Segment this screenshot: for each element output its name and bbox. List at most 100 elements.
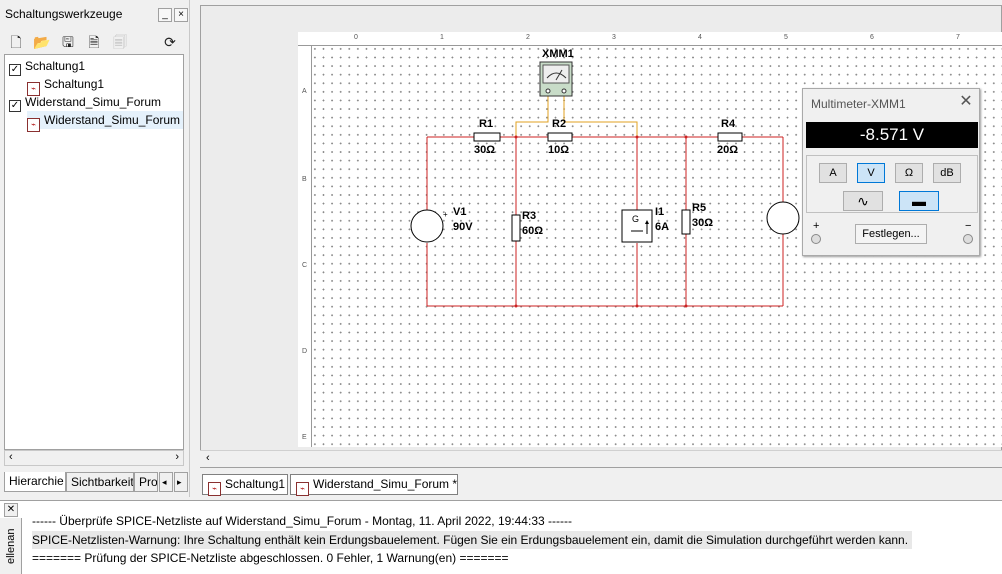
ruler-mark: 5 (784, 34, 788, 41)
output-panel: ------ Überprüfe SPICE-Netzliste auf Wid… (0, 500, 1002, 574)
ruler-mark: 4 (698, 34, 702, 41)
panel-title: Schaltungswerkzeuge (5, 7, 123, 21)
ruler-mark: 3 (612, 34, 616, 41)
plus-terminal-label: + (813, 220, 820, 232)
tab-label: Schaltung1 (225, 477, 286, 491)
tab-projekt[interactable]: Pro (134, 472, 158, 492)
log-line: ======= Prüfung der SPICE-Netzliste abge… (32, 551, 509, 565)
tree-item-schaltung1[interactable]: ✓ Schaltung1 (9, 57, 86, 76)
svg-text:+: + (443, 210, 448, 219)
ruler-mark: 0 (354, 34, 358, 41)
tree-item-label: Widerstand_Simu_Forum (25, 95, 162, 109)
sine-wave-icon: ∿ (857, 193, 869, 209)
tree-item-widerstand[interactable]: ✓ Widerstand_Simu_Forum (9, 93, 162, 112)
minus-terminal-label: − (965, 220, 972, 232)
checkbox-checked-icon[interactable]: ✓ (9, 64, 21, 76)
disabled-document-icon: 🗐 (113, 34, 127, 50)
r1-name[interactable]: R1 (479, 118, 494, 130)
tree-item-label: Widerstand_Simu_Forum (44, 113, 181, 127)
schematic-document-icon: ⌁ (296, 482, 309, 496)
top-ruler: 0 1 2 3 4 5 6 7 (298, 32, 1002, 46)
r1-value: 30Ω (474, 144, 496, 156)
v1-value: 90V (453, 221, 473, 233)
refresh-icon[interactable]: ⟳ (164, 34, 176, 50)
i1-name[interactable]: I1 (655, 206, 665, 218)
ruler-mark: D (302, 348, 308, 355)
scroll-right-icon[interactable]: › (175, 451, 179, 463)
tab-schaltung1[interactable]: ⌁ Schaltung1 (202, 474, 288, 496)
ruler-mark: 6 (870, 34, 874, 41)
left-ruler: A B C D E (298, 46, 312, 447)
svg-text:G: G (632, 214, 639, 224)
tree-horizontal-scrollbar[interactable]: ‹ › (4, 450, 184, 466)
scroll-left-icon[interactable]: ‹ (9, 451, 13, 463)
open-folder-icon[interactable]: 📂 (33, 34, 51, 50)
ruler-mark: 1 (440, 34, 444, 41)
close-document-icon[interactable]: 🗎 (88, 34, 100, 50)
checkbox-checked-icon[interactable]: ✓ (9, 100, 21, 112)
tab-scroll-left-icon[interactable]: ◂ (159, 472, 173, 492)
dc-mode-button[interactable]: ▬ (899, 191, 939, 211)
save-icon[interactable]: 🖫 (62, 34, 74, 50)
multimeter-dialog: Multimeter-XMM1 ✕ -8.571 V A V Ω dB ∿ ▬ … (802, 88, 980, 256)
panel-toolbar: 🗋 📂 🖫 🗎 🗐 ⟳ (4, 32, 184, 54)
r2-name[interactable]: R2 (552, 118, 567, 130)
canvas-horizontal-scrollbar[interactable]: ‹ (200, 450, 1002, 467)
r3-name[interactable]: R3 (522, 210, 537, 222)
ruler-mark: C (302, 262, 308, 269)
output-side-tab-label: ellenan (5, 528, 17, 564)
minimize-panel-button[interactable]: _ (158, 8, 172, 22)
r4-value: 20Ω (717, 144, 739, 156)
ruler-mark: 2 (526, 34, 530, 41)
r4-name[interactable]: R4 (721, 118, 736, 130)
panel-tabs: Hierarchie Sichtbarkeit Pro ◂ ▸ (4, 472, 188, 492)
multimeter-component[interactable]: XMM1 (530, 48, 582, 60)
mode-ammeter-button[interactable]: A (819, 163, 847, 183)
ruler-mark: B (302, 176, 307, 183)
scroll-left-icon[interactable]: ‹ (206, 452, 210, 464)
tab-widerstand-simu-forum[interactable]: ⌁ Widerstand_Simu_Forum * (290, 474, 458, 496)
log-line-warning: SPICE-Netzlisten-Warnung: Ihre Schaltung… (32, 531, 913, 549)
ac-mode-button[interactable]: ∿ (843, 191, 883, 211)
close-icon[interactable]: ✕ (959, 93, 973, 110)
design-tree: ✓ Schaltung1 ⌁ Schaltung1 ✓ Widerstand_Simu… (4, 54, 184, 450)
v1-name[interactable]: V1 (453, 206, 467, 218)
tree-item-widerstand-sheet[interactable]: ⌁ Widerstand_Simu_Forum (27, 111, 183, 132)
tree-item-label: Schaltung1 (44, 77, 105, 91)
schematic-document-icon: ⌁ (208, 482, 221, 496)
close-panel-button[interactable]: × (174, 8, 188, 22)
ruler-mark: 7 (956, 34, 960, 41)
plus-terminal-icon[interactable] (811, 234, 821, 244)
ruler-mark: E (302, 434, 307, 441)
mode-voltmeter-button[interactable]: V (857, 163, 885, 183)
schematic-document-icon: ⌁ (27, 118, 40, 132)
new-document-icon[interactable]: 🗋 (10, 34, 22, 50)
tab-sichtbarkeit[interactable]: Sichtbarkeit (66, 472, 134, 492)
mode-ohmmeter-button[interactable]: Ω (895, 163, 923, 183)
minus-terminal-icon[interactable] (963, 234, 973, 244)
r3-value: 60Ω (522, 225, 544, 237)
tab-scroll-right-icon[interactable]: ▸ (174, 472, 188, 492)
mode-decibel-button[interactable]: dB (933, 163, 961, 183)
mode-group (806, 155, 978, 213)
schematic-document-icon: ⌁ (27, 82, 40, 96)
output-side-tab[interactable] (0, 518, 22, 574)
log-line: ------ Überprüfe SPICE-Netzliste auf Wid… (32, 514, 572, 528)
tree-item-schaltung1-sheet[interactable]: ⌁ Schaltung1 (27, 75, 105, 96)
tab-hierarchie[interactable]: Hierarchie (4, 472, 66, 492)
close-output-icon[interactable]: ✕ (4, 503, 18, 517)
multimeter-reading: -8.571 V (806, 122, 978, 148)
r5-value: 30Ω (692, 217, 714, 229)
component-label: XMM1 (542, 48, 574, 60)
tab-label: Widerstand_Simu_Forum * (313, 477, 458, 491)
settings-button[interactable]: Festlegen... (855, 224, 927, 244)
document-tabs: ⌁ Schaltung1 ⌁ Widerstand_Simu_Forum * (200, 472, 1002, 496)
r5-name[interactable]: R5 (692, 202, 707, 214)
multimeter-title: Multimeter-XMM1 (811, 97, 906, 111)
ruler-mark: A (302, 88, 307, 95)
dc-line-icon: ▬ (912, 193, 926, 209)
tree-item-label: Schaltung1 (25, 59, 86, 73)
r2-value: 10Ω (548, 144, 570, 156)
i1-value: 6A (655, 221, 670, 233)
